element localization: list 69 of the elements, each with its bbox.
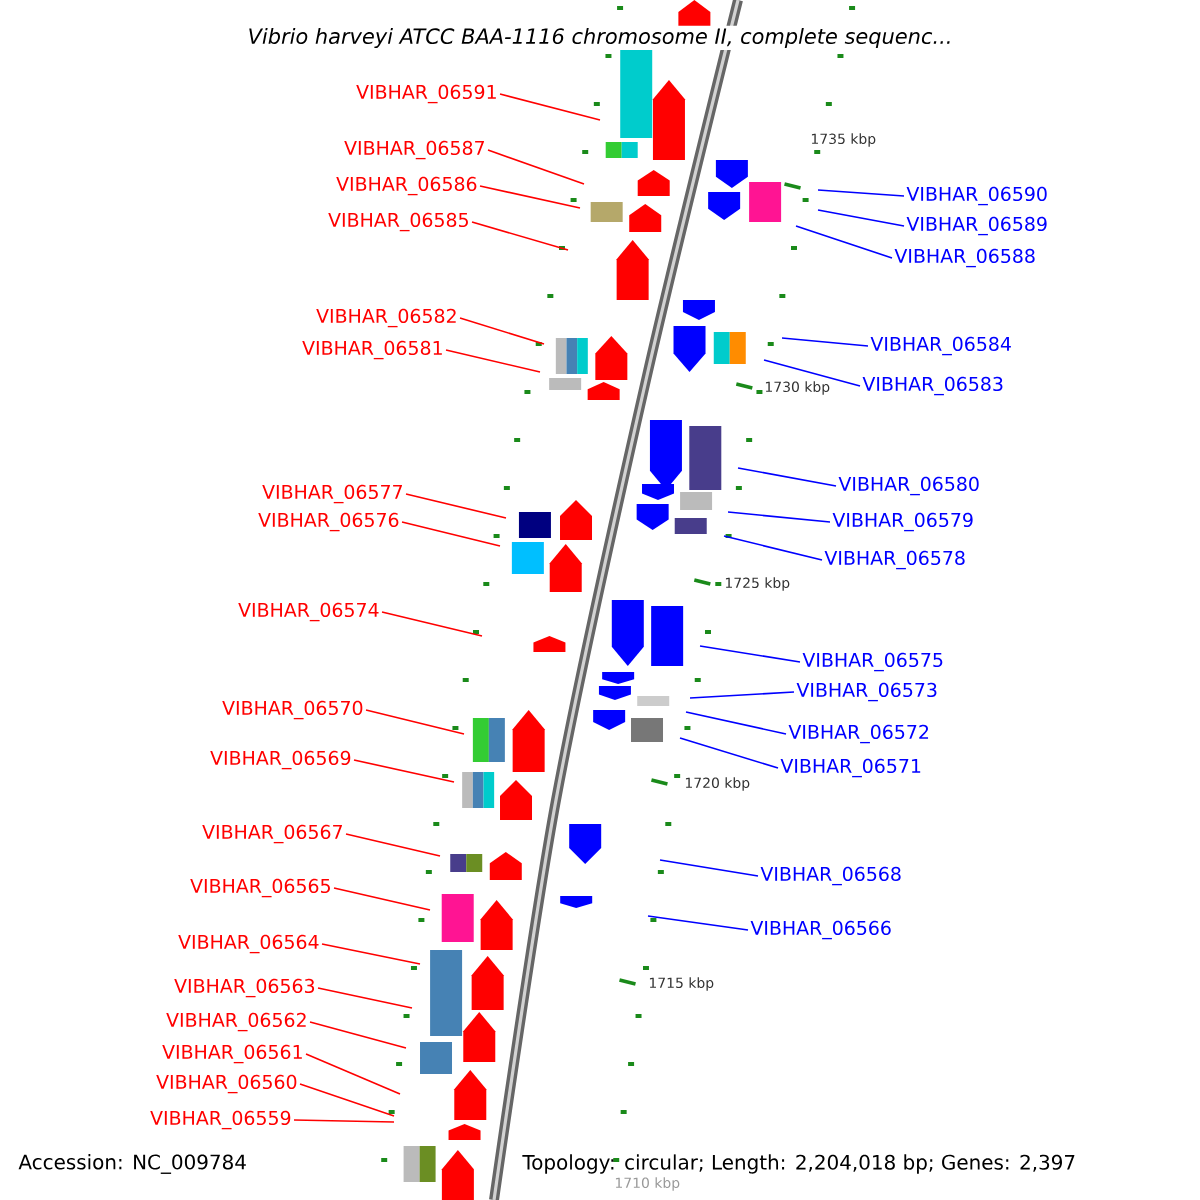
leader-line: [365, 709, 465, 735]
leader-line: [305, 1053, 401, 1095]
gene-label: VIBHAR_06574: [238, 602, 379, 622]
leader-line: [699, 645, 801, 663]
gene-label: VIBHAR_06584: [870, 336, 1011, 356]
gene-label: VIBHAR_06564: [178, 934, 319, 954]
leader-line: [353, 759, 455, 783]
gene-label: VIBHAR_06576: [258, 512, 399, 532]
gene-label: VIBHAR_06565: [190, 878, 330, 898]
leader-line: [471, 221, 569, 251]
leader-line: [689, 691, 795, 699]
gene-label: VIBHAR_06560: [156, 1074, 297, 1094]
leader-line: [647, 915, 749, 931]
gene-label: VIBHAR_06578: [824, 550, 965, 570]
leader-line: [299, 1083, 395, 1117]
leader-line: [293, 1119, 395, 1123]
leader-line: [487, 149, 585, 185]
leader-line: [723, 535, 823, 561]
gene-label: VIBHAR_06577: [262, 484, 402, 504]
gene-label: VIBHAR_06588: [894, 248, 1035, 268]
gene-label: VIBHAR_06581: [302, 340, 442, 360]
info-text: Accession: NC_009784: [18, 1154, 246, 1174]
gene-label: VIBHAR_06579: [832, 512, 973, 532]
leader-line: [405, 493, 507, 519]
leader-line: [445, 349, 541, 373]
gene-label: VIBHAR_06567: [202, 824, 342, 844]
gene-label: VIBHAR_06583: [862, 376, 1003, 396]
gene-label: VIBHAR_06566: [750, 920, 891, 940]
leader-line: [727, 511, 831, 523]
gene-label: VIBHAR_06559: [150, 1110, 291, 1130]
gene-label: VIBHAR_06570: [222, 700, 363, 720]
leader-line: [333, 887, 431, 911]
leader-line: [317, 987, 413, 1009]
gene-label: VIBHAR_06563: [174, 978, 315, 998]
leader-line: [685, 711, 787, 735]
gene-label: VIBHAR_06582: [316, 308, 456, 328]
leader-line: [321, 943, 421, 965]
gene-label: VIBHAR_06569: [210, 750, 351, 770]
leader-line: [459, 317, 545, 345]
info-text: Topology: circular; Length: 2,204,018 bp; Genes: 2,397: [522, 1154, 1075, 1174]
leader-line: [817, 209, 905, 227]
leader-line: [401, 521, 501, 547]
gene-label: VIBHAR_06561: [162, 1044, 302, 1064]
gene-label: VIBHAR_06580: [838, 476, 979, 496]
gene-label: VIBHAR_06587: [344, 140, 484, 160]
leader-line: [679, 737, 779, 769]
gene-label: VIBHAR_06568: [760, 866, 901, 886]
gene-label: VIBHAR_06586: [336, 176, 477, 196]
leader-line: [781, 337, 869, 347]
title: Vibrio harveyi ATCC BAA-1116 chromosome II, complete sequenc...: [245, 25, 955, 51]
leader-line: [479, 185, 581, 209]
leader-line: [309, 1021, 407, 1049]
gene-label: VIBHAR_06575: [802, 652, 943, 672]
leader-line: [659, 859, 759, 877]
gene-label: VIBHAR_06562: [166, 1012, 306, 1032]
leader-line: [795, 225, 893, 259]
gene-label: VIBHAR_06590: [906, 186, 1047, 206]
leader-line: [499, 93, 601, 121]
gene-label: VIBHAR_06585: [328, 212, 468, 232]
gene-label: VIBHAR_06571: [780, 758, 921, 778]
leader-line: [737, 467, 837, 487]
leader-line: [763, 359, 861, 387]
gene-label: VIBHAR_06591: [356, 84, 496, 104]
gene-label: VIBHAR_06589: [906, 216, 1047, 236]
gene-label: VIBHAR_06573: [796, 682, 937, 702]
leader-line: [817, 189, 905, 197]
leader-line: [345, 833, 441, 857]
leader-line: [381, 611, 483, 637]
gene-label: VIBHAR_06572: [788, 724, 929, 744]
